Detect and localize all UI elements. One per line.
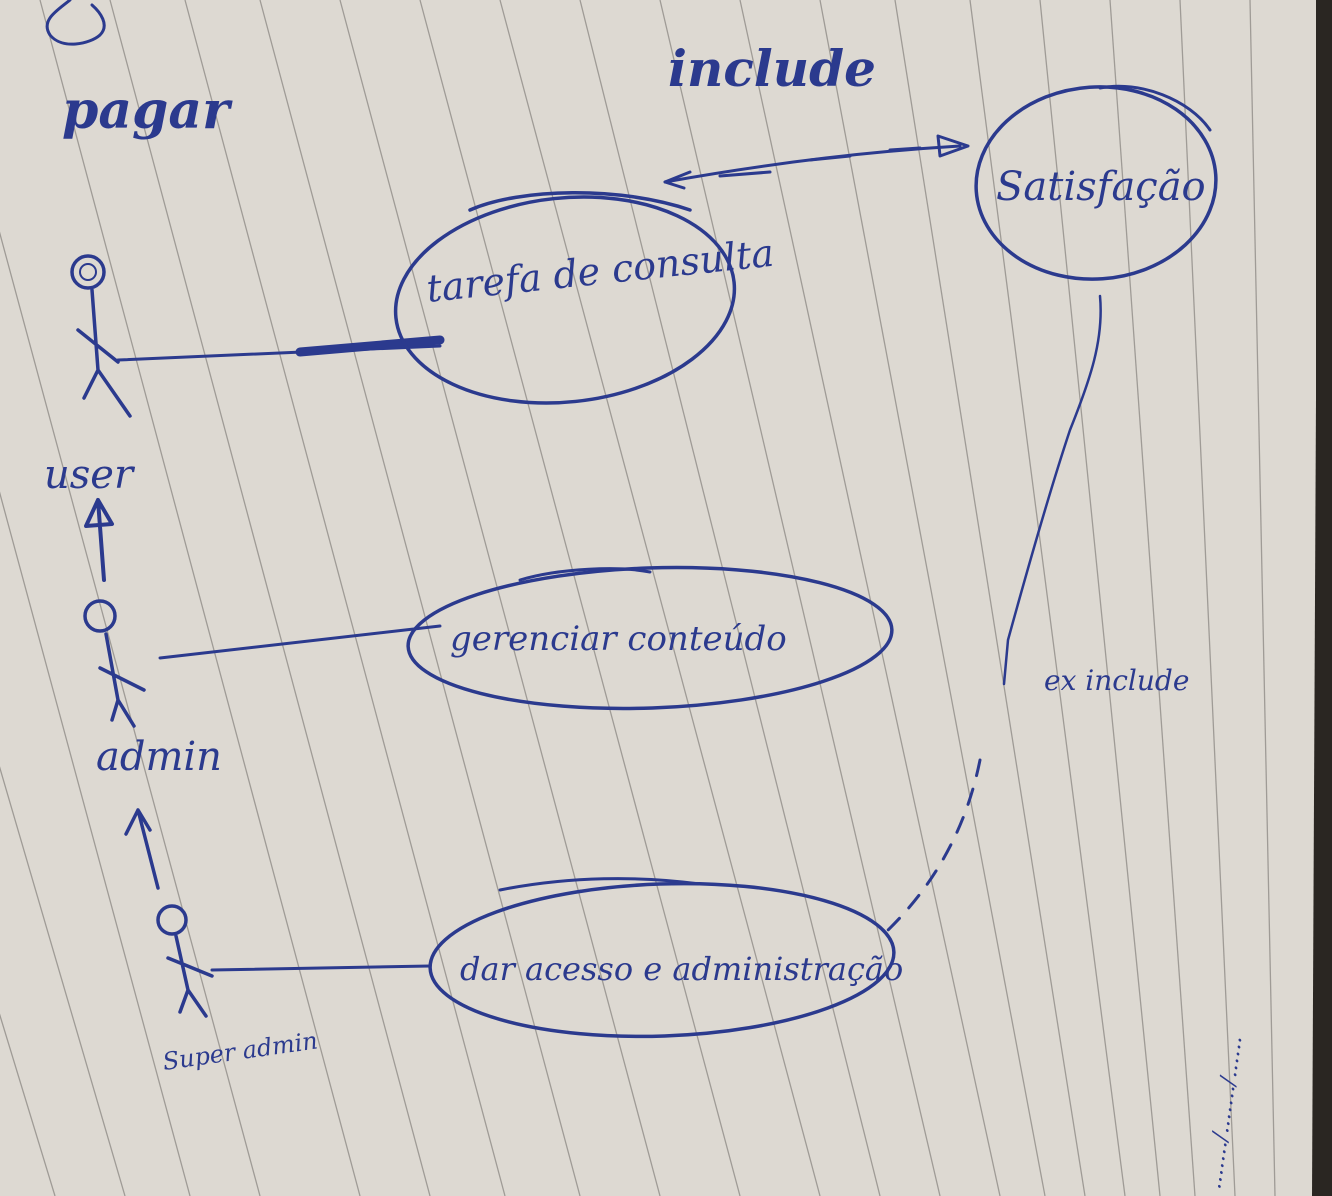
actor-super-admin-head	[156, 904, 188, 936]
actor-admin-body	[98, 632, 146, 728]
usecase-gerenciar-conteudo: gerenciar conteúdo	[406, 565, 894, 711]
dark-edge	[1316, 0, 1332, 1196]
actor-user-label: user	[44, 452, 136, 498]
svg-text:gerenciar conteúdo: gerenciar conteúdo	[450, 619, 787, 659]
cloud-doodle	[45, 0, 106, 46]
actor-super-admin-body	[166, 934, 214, 1018]
include-label: include	[668, 39, 876, 98]
extend-relation: ex include	[884, 294, 1189, 934]
actor-user	[70, 254, 132, 418]
generalization-arrow-user	[84, 498, 114, 582]
header-note: pagar	[62, 80, 233, 141]
actor-super-admin	[156, 904, 214, 1018]
actor-user-head	[70, 254, 106, 290]
svg-text:dar acesso e administração: dar acesso e administração	[460, 950, 903, 988]
actor-admin-head	[83, 599, 117, 633]
svg-text:Satisfação: Satisfação	[996, 164, 1206, 210]
association-admin-conteudo	[158, 624, 442, 660]
generalization-arrow-admin	[124, 808, 160, 890]
association-user-consulta-scribble	[295, 335, 445, 357]
actor-admin-label: admin	[96, 734, 222, 780]
actor-admin	[83, 599, 146, 728]
actor-user-body	[76, 288, 132, 418]
usecase-dar-acesso: dar acesso e administração	[428, 877, 903, 1039]
association-superadmin-acesso	[210, 964, 432, 972]
extend-label: ex include	[1044, 664, 1189, 697]
usecase-satisfacao: Satisfação	[974, 84, 1218, 281]
include-relation: include	[663, 39, 970, 190]
